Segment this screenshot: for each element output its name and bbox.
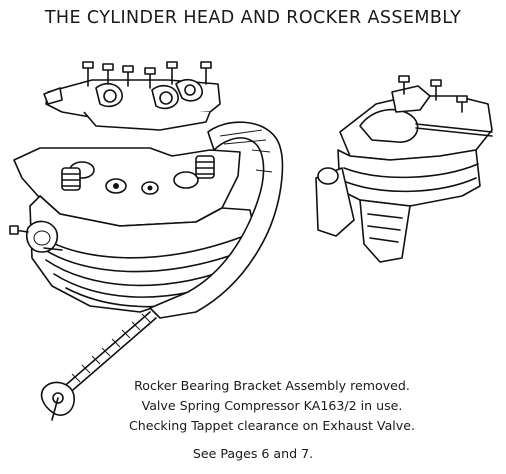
caption-line-1: Rocker Bearing Bracket Assembly removed. [134,378,410,393]
figure-caption: Rocker Bearing Bracket Assembly removed.… [122,376,422,436]
caption-line-3: Checking Tappet clearance on Exhaust Val… [128,418,415,433]
tappet-clearance-drawing [315,75,493,263]
valve-spring-compressor-drawing [40,121,284,421]
page-reference: See Pages 6 and 7. [192,446,314,461]
caption-line-2: Valve Spring Compressor KA163/2 in use. [141,398,403,413]
page-title: THE CYLINDER HEAD AND ROCKER ASSEMBLY [44,8,462,28]
rocker-bracket-drawing [43,61,221,131]
cylinder-head-drawing [9,147,257,313]
